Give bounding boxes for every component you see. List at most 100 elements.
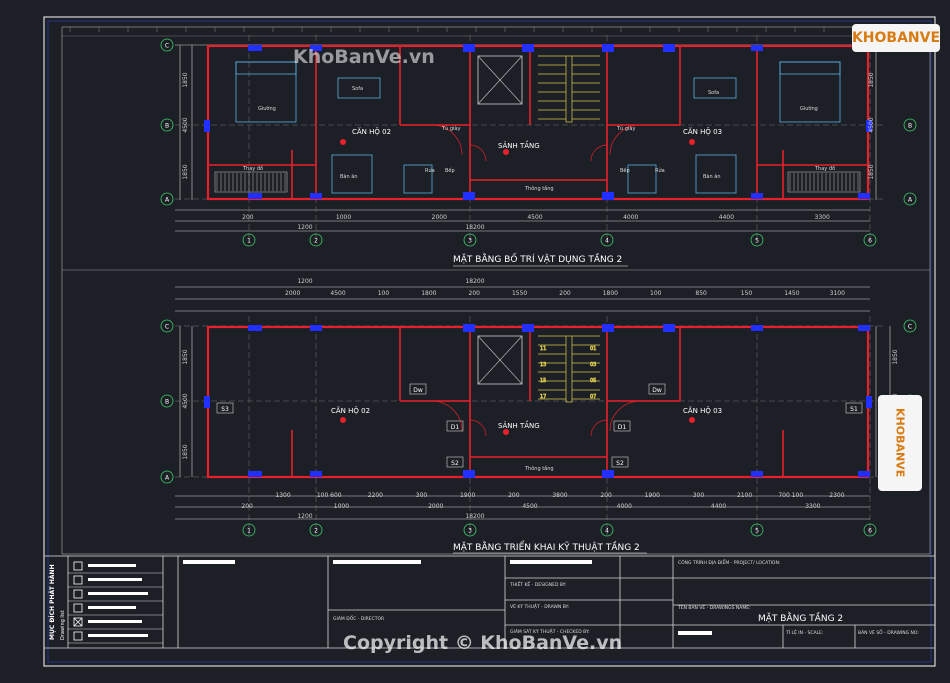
- revision-row-redacted: [88, 592, 148, 595]
- unit-02-label: CĂN HỘ 02: [352, 127, 391, 136]
- dressing-label-left: Thay đồ: [242, 164, 263, 172]
- void-label: Thông tầng: [524, 184, 554, 192]
- vertical-dimension-label: 1850: [892, 349, 899, 364]
- vertical-dimension-label: 1850: [868, 164, 875, 179]
- designed-by-label: THIẾT KẾ - DESIGNED BY:: [509, 580, 566, 588]
- room-tag: D1: [451, 424, 460, 431]
- dimension-label: 2200: [368, 492, 383, 499]
- revision-checkbox[interactable]: [73, 561, 83, 571]
- grid-axis-number: 1: [247, 238, 251, 245]
- dimension-label: 4400: [719, 214, 734, 221]
- stair-step-number: 03: [590, 362, 596, 368]
- revision-checkbox[interactable]: [73, 575, 83, 585]
- director-label: GIÁM ĐỐC - DIRECTOR: [333, 614, 384, 622]
- stair-step-number: 07: [590, 394, 596, 400]
- grid-axis-bubble: [463, 233, 477, 247]
- revision-checkbox[interactable]: [73, 589, 83, 599]
- drawing-area-frame: [61, 26, 931, 555]
- khobanve-logo: KHOBANVE: [852, 24, 940, 52]
- dimension-label: 850: [695, 290, 707, 297]
- dimension-label: 4000: [623, 214, 638, 221]
- dimension-label: 1000: [334, 503, 349, 510]
- redacted-logo-bar: [183, 560, 235, 564]
- dimension-label: 2300: [829, 492, 844, 499]
- room-tag: Dw: [413, 387, 423, 394]
- dimension-label: 1200: [297, 278, 312, 285]
- grid-axis-number: 6: [868, 238, 872, 245]
- room-tag-box: [613, 420, 631, 432]
- grid-axis-number: 5: [755, 238, 759, 245]
- unit-03-label-tech: CĂN HỘ 03: [683, 406, 722, 415]
- grid-axis-bubble: [463, 523, 477, 537]
- dimension-label: 4400: [711, 503, 726, 510]
- revision-checkbox[interactable]: [73, 631, 83, 641]
- inner-frame: [47, 20, 932, 663]
- dimension-label: 2000: [428, 503, 443, 510]
- dimension-label: 1450: [784, 290, 799, 297]
- dimension-label: 3100: [830, 290, 845, 297]
- unit-02-label-tech: CĂN HỘ 02: [331, 406, 370, 415]
- dressing-label-right: Thay đồ: [814, 164, 835, 172]
- revision-checkbox[interactable]: [73, 603, 83, 613]
- revision-row-redacted: [88, 578, 142, 581]
- vertical-dimension-label: 1850: [182, 164, 189, 179]
- dimension-label: 700 100: [778, 492, 803, 499]
- dimension-label: 1800: [603, 290, 618, 297]
- revision-row-redacted: [88, 634, 148, 637]
- hall-label-tech: SẢNH TẦNG: [498, 420, 540, 430]
- room-tag: Dw: [652, 387, 662, 394]
- dimension-label: 200: [241, 503, 253, 510]
- plan2-title: MẶT BẰNG TRIỂN KHAI KỸ THUẬT TẦNG 2: [453, 540, 640, 553]
- stair-step-number: 13: [540, 362, 546, 368]
- watermark-top: KhoBanVe.vn: [293, 46, 435, 68]
- grid-axis-bubble: [160, 192, 174, 206]
- sofa-label-right: Sofa: [708, 90, 719, 96]
- drawn-by-label: VẼ KỸ THUẬT - DRAWN BY:: [510, 603, 569, 610]
- vertical-dimension-label: 1850: [182, 444, 189, 459]
- dining-label-right: Bàn ăn: [703, 173, 721, 180]
- dimension-label: 4500: [330, 290, 345, 297]
- dimension-label: 200: [508, 492, 520, 499]
- drawing-number-label: BẢN VẼ SỐ - DRAWING NO:: [858, 628, 919, 636]
- revision-row-redacted: [88, 620, 142, 623]
- frame-ticks: [69, 27, 912, 32]
- stair-step-number: 11: [540, 346, 546, 352]
- grid-axis-number: 4: [605, 238, 609, 245]
- grid-axis-number: 1: [247, 528, 251, 535]
- unit-03-label: CĂN HỘ 03: [683, 127, 722, 136]
- grid-axis-bubble: [309, 523, 323, 537]
- vertical-dimension-label: 4500: [182, 393, 189, 408]
- room-tag-box: [216, 402, 234, 414]
- grid-axis-letter: B: [165, 123, 169, 130]
- hall-label: SẢNH TẦNG: [498, 140, 540, 150]
- room-tag-box: [648, 383, 666, 395]
- grid-axis-bubble: [242, 523, 256, 537]
- vertical-dimension-label: 1850: [182, 72, 189, 87]
- grid-axis-number: 5: [755, 528, 759, 535]
- grid-axis-bubble: [903, 319, 917, 333]
- grid-axis-bubble: [863, 233, 877, 247]
- revision-row-redacted: [88, 564, 136, 567]
- void-label-tech: Thông tầng: [524, 464, 554, 472]
- sink-label-right: Rửa: [655, 167, 665, 174]
- dimension-label: 18200: [465, 224, 484, 231]
- dimension-label: 1800: [421, 290, 436, 297]
- grid-axis-number: 2: [314, 238, 318, 245]
- dimension-label: 3300: [805, 503, 820, 510]
- dimension-label: 200: [469, 290, 481, 297]
- dimension-label: 150: [741, 290, 753, 297]
- watermark-copyright: Copyright © KhoBanVe.vn: [343, 632, 623, 654]
- revision-list: [68, 561, 163, 644]
- vertical-dimension-label: 4500: [182, 117, 189, 132]
- grid-axis-number: 6: [868, 528, 872, 535]
- stair-step-number: 01: [590, 346, 596, 352]
- vertical-dimension-label: 1850: [868, 72, 875, 87]
- dimension-label: 300: [416, 492, 428, 499]
- revision-checkbox[interactable]: [73, 617, 83, 627]
- bed-label-right: Giường: [800, 105, 818, 112]
- stair-step-number: 17: [540, 394, 546, 400]
- room-tag-box: [446, 420, 464, 432]
- grid-axis-bubble: [750, 233, 764, 247]
